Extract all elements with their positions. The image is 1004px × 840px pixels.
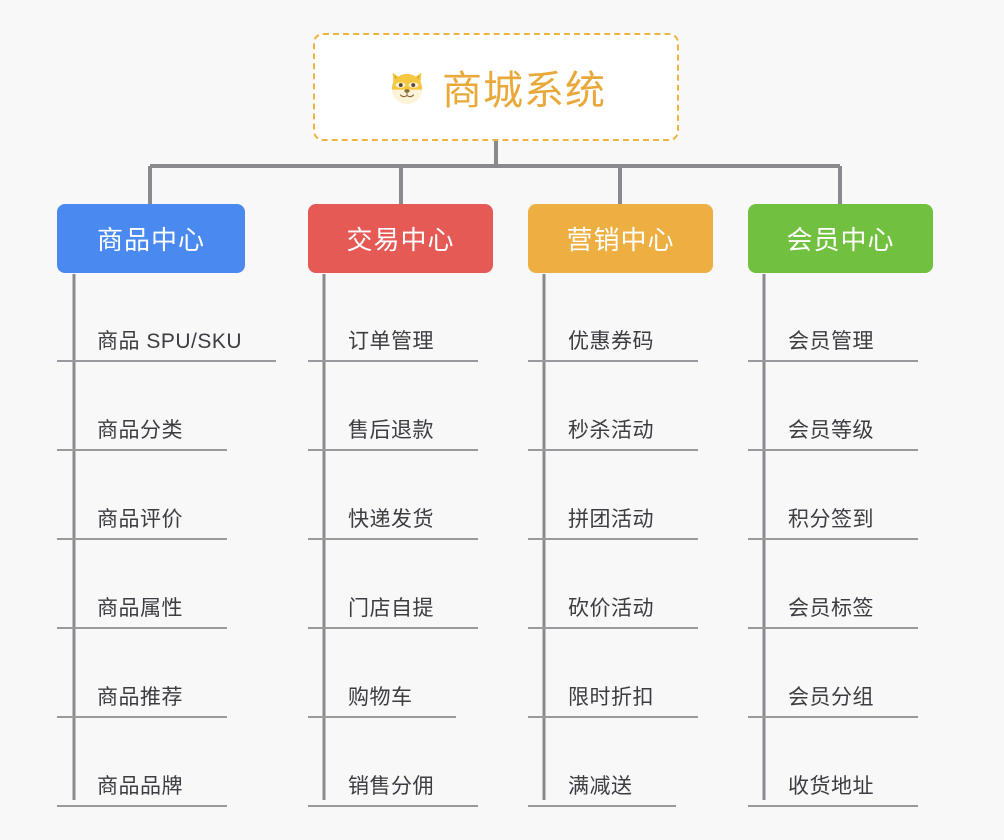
leaf-item[interactable]: 商品属性 — [57, 540, 245, 629]
leaf-underline — [748, 627, 918, 629]
leaf-underline — [528, 805, 676, 807]
leaf-item[interactable]: 商品推荐 — [57, 629, 245, 718]
leaf-list-会员中心: 会员管理 会员等级 积分签到 会员标签 会员分组 收货地址 — [748, 273, 933, 807]
leaf-underline — [57, 449, 227, 451]
leaf-item[interactable]: 购物车 — [308, 629, 493, 718]
leaf-item[interactable]: 积分签到 — [748, 451, 933, 540]
leaf-item[interactable]: 商品 SPU/SKU — [57, 273, 276, 362]
leaf-underline — [528, 360, 698, 362]
leaf-label: 售后退款 — [348, 419, 434, 442]
leaf-label: 积分签到 — [788, 508, 874, 531]
leaf-underline — [308, 627, 478, 629]
leaf-label: 商品评价 — [97, 508, 183, 531]
category-label: 交易中心 — [346, 225, 455, 255]
category-label: 营销中心 — [566, 225, 675, 255]
leaf-underline — [57, 360, 276, 362]
branch-column-会员中心: 会员中心 会员管理 会员等级 积分签到 会员标签 会员分组 — [748, 204, 933, 807]
root-node-商城系统[interactable]: 商城系统 — [313, 33, 679, 141]
leaf-item[interactable]: 砍价活动 — [528, 540, 713, 629]
leaf-label: 砍价活动 — [568, 597, 654, 620]
leaf-item[interactable]: 会员等级 — [748, 362, 933, 451]
leaf-list-营销中心: 优惠券码 秒杀活动 拼团活动 砍价活动 限时折扣 满减送 — [528, 273, 713, 807]
leaf-list-商品中心: 商品 SPU/SKU 商品分类 商品评价 商品属性 商品推荐 商品品牌 — [57, 273, 276, 807]
category-box-营销中心[interactable]: 营销中心 — [528, 204, 713, 273]
leaf-item[interactable]: 商品分类 — [57, 362, 245, 451]
leaf-underline — [308, 360, 478, 362]
leaf-item[interactable]: 快递发货 — [308, 451, 493, 540]
leaf-label: 会员标签 — [788, 597, 874, 620]
leaf-label: 满减送 — [568, 775, 633, 798]
leaf-item[interactable]: 秒杀活动 — [528, 362, 713, 451]
leaf-item[interactable]: 会员管理 — [748, 273, 933, 362]
leaf-underline — [57, 538, 227, 540]
leaf-item[interactable]: 销售分佣 — [308, 718, 493, 807]
leaf-label: 销售分佣 — [348, 775, 434, 798]
category-box-交易中心[interactable]: 交易中心 — [308, 204, 493, 273]
leaf-label: 会员分组 — [788, 686, 874, 709]
leaf-underline — [528, 538, 698, 540]
leaf-label: 会员管理 — [788, 330, 874, 353]
leaf-label: 拼团活动 — [568, 508, 654, 531]
root-title: 商城系统 — [442, 69, 606, 113]
branch-column-商品中心: 商品中心 商品 SPU/SKU 商品分类 商品评价 商品属性 商品推荐 — [57, 204, 276, 807]
leaf-label: 商品分类 — [97, 419, 183, 442]
leaf-label: 会员等级 — [788, 419, 874, 442]
leaf-item[interactable]: 会员分组 — [748, 629, 933, 718]
leaf-list-交易中心: 订单管理 售后退款 快递发货 门店自提 购物车 销售分佣 — [308, 273, 493, 807]
shiba-dog-face-icon — [386, 66, 428, 108]
leaf-item[interactable]: 拼团活动 — [528, 451, 713, 540]
leaf-item[interactable]: 收货地址 — [748, 718, 933, 807]
leaf-item[interactable]: 门店自提 — [308, 540, 493, 629]
leaf-underline — [748, 805, 918, 807]
leaf-underline — [748, 716, 918, 718]
leaf-underline — [308, 805, 478, 807]
leaf-underline — [528, 449, 698, 451]
leaf-underline — [57, 805, 227, 807]
leaf-label: 限时折扣 — [568, 686, 654, 709]
leaf-item[interactable]: 订单管理 — [308, 273, 493, 362]
leaf-item[interactable]: 会员标签 — [748, 540, 933, 629]
leaf-underline — [528, 716, 698, 718]
leaf-underline — [528, 627, 698, 629]
leaf-label: 优惠券码 — [568, 330, 654, 353]
leaf-underline — [748, 449, 918, 451]
leaf-label: 收货地址 — [788, 775, 874, 798]
category-box-会员中心[interactable]: 会员中心 — [748, 204, 933, 273]
category-label: 商品中心 — [96, 225, 205, 255]
leaf-underline — [57, 627, 227, 629]
leaf-label: 订单管理 — [348, 330, 434, 353]
leaf-label: 门店自提 — [348, 597, 434, 620]
leaf-label: 商品推荐 — [97, 686, 183, 709]
leaf-label: 商品属性 — [97, 597, 183, 620]
leaf-label: 商品品牌 — [97, 775, 183, 798]
leaf-item[interactable]: 限时折扣 — [528, 629, 713, 718]
category-label: 会员中心 — [786, 225, 895, 255]
leaf-label: 快递发货 — [348, 508, 434, 531]
branch-column-交易中心: 交易中心 订单管理 售后退款 快递发货 门店自提 购物车 — [308, 204, 493, 807]
leaf-underline — [748, 360, 918, 362]
leaf-underline — [57, 716, 227, 718]
branch-column-营销中心: 营销中心 优惠券码 秒杀活动 拼团活动 砍价活动 限时折扣 — [528, 204, 713, 807]
leaf-item[interactable]: 售后退款 — [308, 362, 493, 451]
leaf-item[interactable]: 商品品牌 — [57, 718, 245, 807]
leaf-underline — [308, 716, 456, 718]
leaf-underline — [308, 538, 478, 540]
category-box-商品中心[interactable]: 商品中心 — [57, 204, 245, 273]
leaf-underline — [308, 449, 478, 451]
leaf-item[interactable]: 商品评价 — [57, 451, 245, 540]
leaf-item[interactable]: 优惠券码 — [528, 273, 713, 362]
leaf-label: 商品 SPU/SKU — [97, 330, 243, 353]
leaf-label: 秒杀活动 — [568, 419, 654, 442]
leaf-label: 购物车 — [348, 686, 413, 709]
leaf-underline — [748, 538, 918, 540]
leaf-item[interactable]: 满减送 — [528, 718, 713, 807]
